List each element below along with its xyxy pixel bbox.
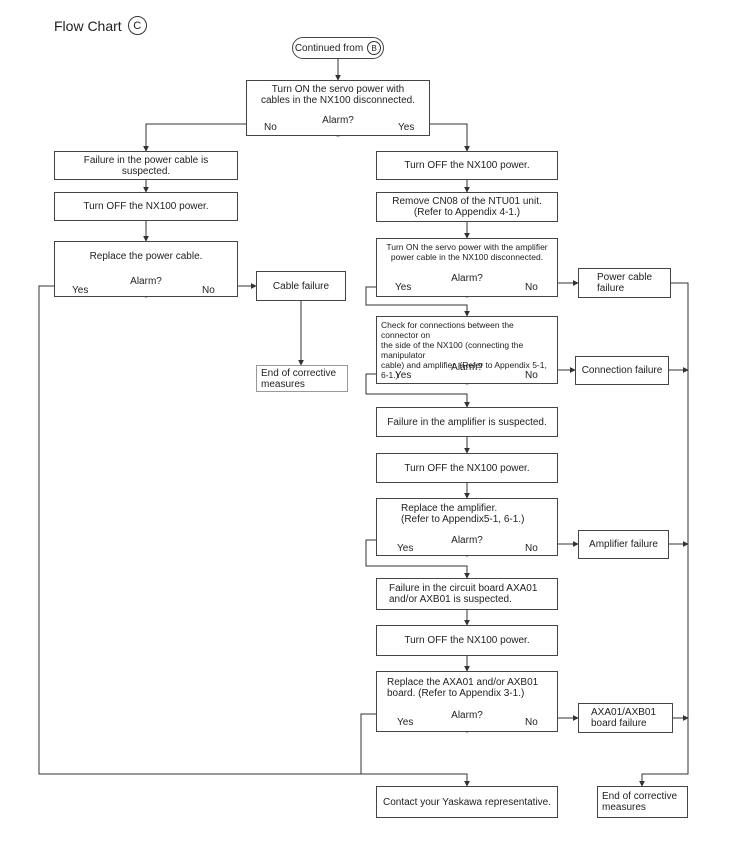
d4-decision-label: Alarm?: [451, 710, 483, 721]
power-cable-failure-box: Power cable failure: [578, 268, 671, 298]
d1-yes-label: Yes: [395, 282, 412, 293]
amplifier-suspect-text: Failure in the amplifier is suspected.: [387, 416, 547, 428]
left-power-off-text: Turn OFF the NX100 power.: [83, 201, 209, 212]
left-power-off-box: Turn OFF the NX100 power.: [54, 192, 238, 221]
page-title: Flow Chart C: [54, 16, 147, 35]
contact-yaskawa-text: Contact your Yaskawa representative.: [382, 796, 552, 808]
power-cable-failure-text: Power cable failure: [597, 272, 653, 294]
servo-on-amp-text: Turn ON the servo power with the amplifi…: [386, 242, 548, 262]
left-no-label: No: [202, 285, 215, 296]
remove-cn08-text: Remove CN08 of the NTU01 unit. (Refer to…: [392, 196, 542, 218]
step1-yes-label: Yes: [398, 122, 415, 133]
d1-no-label: No: [525, 282, 538, 293]
d3-decision-label: Alarm?: [451, 535, 483, 546]
cable-failure-box: Cable failure: [256, 271, 346, 301]
replace-power-cable-box: Replace the power cable.: [54, 241, 238, 297]
d2-decision-label: Alarm?: [451, 362, 483, 373]
check-connections-box: Check for connections between the connec…: [376, 316, 558, 384]
replace-power-cable-text: Replace the power cable.: [89, 251, 203, 262]
d4-no-label: No: [525, 717, 538, 728]
amplifier-suspect-box: Failure in the amplifier is suspected.: [376, 407, 558, 437]
d1-decision-label: Alarm?: [451, 273, 483, 284]
remove-cn08-box: Remove CN08 of the NTU01 unit. (Refer to…: [376, 192, 558, 222]
servo-on-step: Turn ON the servo power with cables in t…: [246, 80, 430, 136]
servo-on-text: Turn ON the servo power with cables in t…: [261, 84, 415, 106]
board-suspect-text: Failure in the circuit board AXA01 and/o…: [389, 583, 538, 605]
d2-no-label: No: [525, 370, 538, 381]
check-connections-text: Check for connections between the connec…: [381, 320, 547, 380]
replace-board-box: Replace the AXA01 and/or AXB01 board. (R…: [376, 671, 558, 732]
contact-yaskawa-box: Contact your Yaskawa representative.: [376, 786, 558, 818]
right-power-off-box-1: Turn OFF the NX100 power.: [376, 151, 558, 180]
replace-amplifier-text: Replace the amplifier. (Refer to Appendi…: [401, 503, 525, 525]
board-suspect-box: Failure in the circuit board AXA01 and/o…: [376, 578, 558, 610]
right-power-off-box-3: Turn OFF the NX100 power.: [376, 625, 558, 656]
board-failure-text: AXA01/AXB01 board failure: [591, 707, 657, 729]
title-marker: C: [127, 16, 147, 35]
left-decision-label: Alarm?: [130, 276, 162, 287]
replace-amplifier-box: Replace the amplifier. (Refer to Appendi…: [376, 498, 558, 556]
power-cable-suspect-text: Failure in the power cable is suspected.: [83, 154, 209, 177]
right-power-off-text-2: Turn OFF the NX100 power.: [404, 462, 530, 474]
right-power-off-text-1: Turn OFF the NX100 power.: [404, 160, 530, 171]
right-end-box: End of corrective measures: [597, 786, 688, 818]
d2-yes-label: Yes: [395, 370, 412, 381]
board-failure-box: AXA01/AXB01 board failure: [578, 703, 673, 733]
amplifier-failure-text: Amplifier failure: [589, 539, 658, 550]
step1-decision-label: Alarm?: [322, 115, 354, 126]
amplifier-failure-box: Amplifier failure: [578, 530, 669, 559]
power-cable-suspect-box: Failure in the power cable is suspected.: [54, 151, 238, 180]
start-connector: Continued from B: [292, 37, 384, 59]
left-yes-label: Yes: [72, 285, 89, 296]
connection-failure-text: Connection failure: [581, 365, 663, 376]
left-end-text: End of corrective measures: [261, 367, 337, 390]
d3-no-label: No: [525, 543, 538, 554]
start-marker: B: [367, 41, 382, 55]
title-text: Flow Chart: [54, 17, 122, 34]
step1-no-label: No: [264, 122, 277, 133]
right-end-text: End of corrective measures: [602, 791, 678, 813]
servo-on-amp-box: Turn ON the servo power with the amplifi…: [376, 238, 558, 297]
right-power-off-box-2: Turn OFF the NX100 power.: [376, 453, 558, 483]
replace-board-text: Replace the AXA01 and/or AXB01 board. (R…: [387, 677, 539, 699]
right-power-off-text-3: Turn OFF the NX100 power.: [404, 635, 530, 646]
d4-yes-label: Yes: [397, 717, 414, 728]
start-text: Continued from: [294, 42, 364, 54]
connection-failure-box: Connection failure: [575, 356, 669, 385]
cable-failure-text: Cable failure: [272, 280, 330, 292]
left-end-box: End of corrective measures: [256, 365, 348, 392]
d3-yes-label: Yes: [397, 543, 414, 554]
